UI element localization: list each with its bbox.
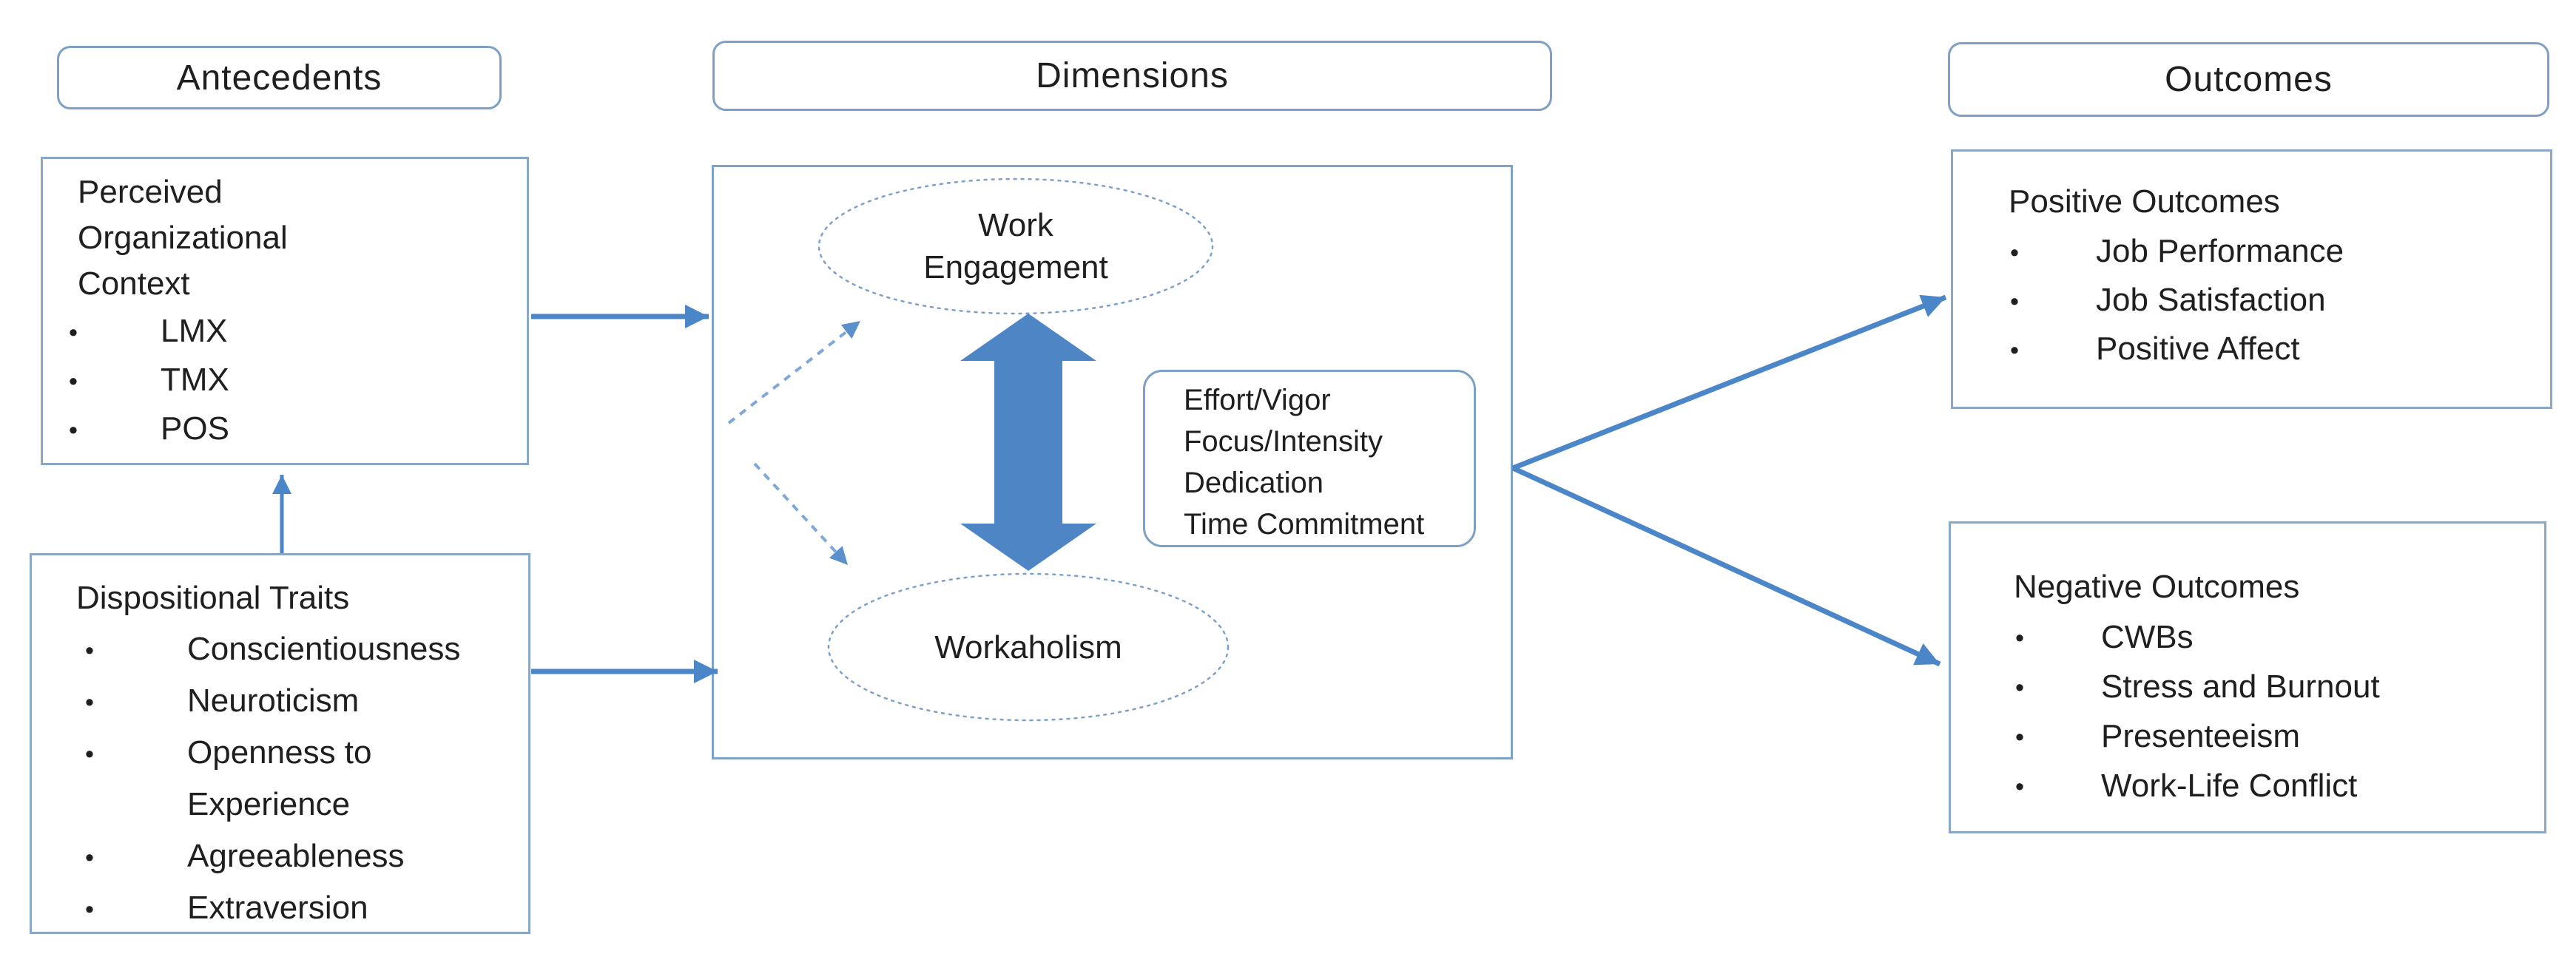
dispositional-traits-title: Dispositional Traits bbox=[76, 580, 350, 616]
negative-outcomes-title: Negative Outcomes bbox=[2014, 569, 2300, 605]
negative-outcomes-bullet-list: CWBs Stress and Burnout Presenteeism Wor… bbox=[2014, 612, 2531, 812]
dispositional-traits-box: Dispositional Traits Conscientiousness N… bbox=[30, 553, 530, 935]
work-engagement-line1: Work bbox=[978, 207, 1053, 243]
characteristic-effort-vigor: Effort/Vigor bbox=[1184, 384, 1331, 416]
positive-outcomes-box: Positive Outcomes Job Performance Job Sa… bbox=[1951, 149, 2552, 409]
list-item: Work-Life Conflict bbox=[2014, 761, 2531, 812]
list-item: POS bbox=[69, 405, 513, 455]
list-item: Stress and Burnout bbox=[2014, 662, 2531, 713]
negative-outcomes-box: Negative Outcomes CWBs Stress and Burnou… bbox=[1949, 521, 2546, 833]
list-item: LMX bbox=[69, 307, 513, 357]
workaholism-label: Workaholism bbox=[829, 574, 1228, 720]
workaholism-text: Workaholism bbox=[934, 629, 1122, 666]
outcomes-header-label: Outcomes bbox=[2165, 60, 2333, 99]
poc-title-line3: Context bbox=[78, 265, 190, 302]
arrow-dimensions-to-positive-outcomes bbox=[1511, 294, 1947, 471]
perceived-organizational-context-box: Perceived Organizational Context LMX TMX… bbox=[41, 157, 529, 465]
positive-outcomes-title: Positive Outcomes bbox=[2009, 183, 2280, 220]
work-engagement-line2: Engagement bbox=[923, 249, 1108, 285]
poc-title-line2: Organizational bbox=[78, 220, 288, 256]
characteristic-focus-intensity: Focus/Intensity bbox=[1184, 425, 1383, 458]
antecedents-header-label: Antecedents bbox=[176, 58, 382, 98]
list-item: Openness to Experience bbox=[76, 727, 515, 830]
list-item: Job Satisfaction bbox=[2009, 276, 2537, 326]
characteristic-dedication: Dedication bbox=[1184, 467, 1324, 499]
dimensions-header: Dimensions bbox=[712, 41, 1552, 111]
list-item: TMX bbox=[69, 356, 513, 406]
outcomes-header: Outcomes bbox=[1948, 42, 2549, 117]
poc-bullet-list: LMX TMX POS bbox=[69, 307, 513, 455]
list-item: Conscientiousness bbox=[76, 623, 515, 677]
list-item: Neuroticism bbox=[76, 675, 515, 728]
characteristic-time-commitment: Time Commitment bbox=[1184, 508, 1425, 541]
list-item: Presenteeism bbox=[2014, 711, 2531, 762]
dispositional-traits-bullet-list: Conscientiousness Neuroticism Openness t… bbox=[76, 623, 515, 935]
list-item: Extraversion bbox=[76, 882, 515, 935]
list-item: CWBs bbox=[2014, 612, 2531, 663]
dimensions-header-label: Dimensions bbox=[1036, 56, 1229, 95]
list-item: Agreeableness bbox=[76, 830, 515, 884]
poc-title-line1: Perceived bbox=[78, 174, 223, 210]
list-item: Job Performance bbox=[2009, 227, 2537, 277]
antecedents-header: Antecedents bbox=[57, 46, 502, 109]
arrow-dimensions-to-negative-outcomes bbox=[1511, 465, 1941, 667]
positive-outcomes-bullet-list: Job Performance Job Satisfaction Positiv… bbox=[2009, 227, 2537, 375]
work-engagement-label: Work Engagement bbox=[819, 179, 1213, 314]
list-item: Positive Affect bbox=[2009, 325, 2537, 375]
shared-characteristics-box: Effort/Vigor Focus/Intensity Dedication … bbox=[1143, 370, 1476, 547]
